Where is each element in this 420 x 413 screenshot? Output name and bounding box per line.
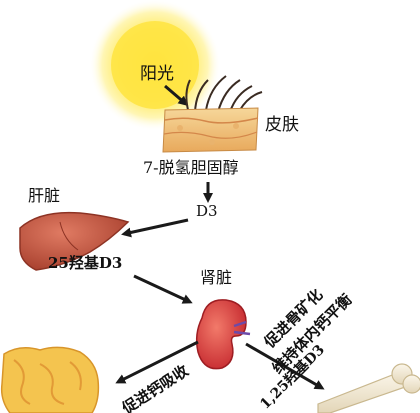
sunlight-label: 阳光 — [140, 64, 174, 84]
arrow-d3-to-liver — [121, 218, 189, 238]
hydroxy-d3-label: 25羟基D3 — [48, 254, 123, 272]
intestine-icon — [0, 346, 100, 413]
skin-icon — [162, 107, 259, 153]
d3-label: D3 — [196, 202, 218, 220]
arrow-liver-to-kidney — [133, 274, 193, 304]
bone-icon — [317, 363, 420, 413]
arrow-kidney-to-bone — [245, 342, 325, 390]
liver-icon — [19, 211, 130, 271]
liver-label: 肝脏 — [28, 186, 61, 205]
precursor-label: 7-脱氢胆固醇 — [143, 158, 239, 177]
arrow-sun-to-skin — [164, 84, 189, 106]
kidney-label: 肾脏 — [200, 268, 233, 287]
skin-label: 皮肤 — [265, 115, 299, 135]
kidney-icon — [195, 299, 251, 370]
arrow-kidney-to-intestine — [115, 340, 199, 384]
